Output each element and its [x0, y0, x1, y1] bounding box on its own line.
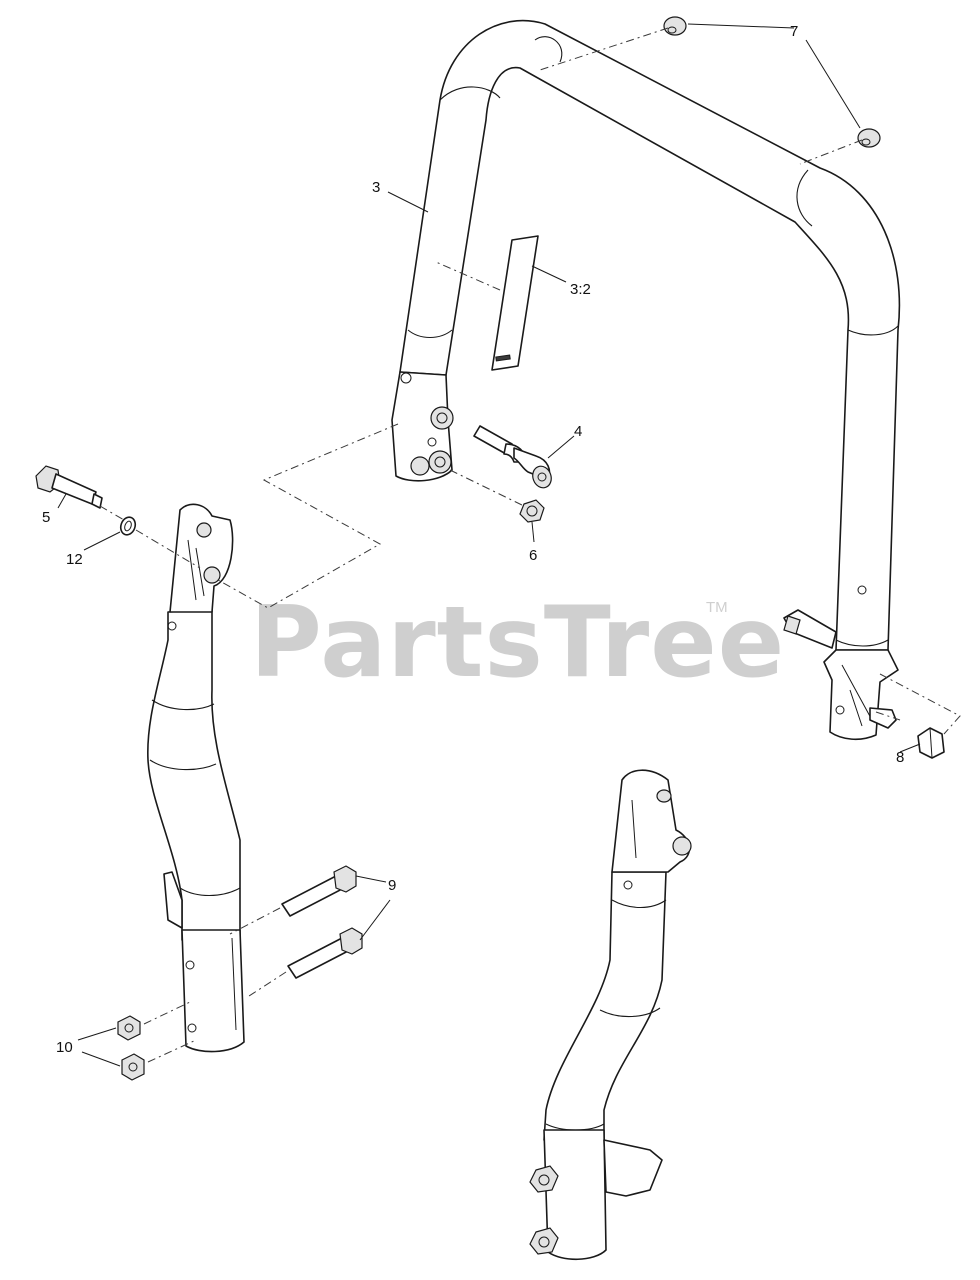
cap-plug-upper — [663, 16, 687, 36]
left-lower-roll-bar — [147, 503, 245, 1053]
parts-tree-watermark: PartsTree TM — [250, 586, 785, 700]
lock-nut-6 — [519, 499, 545, 523]
callout-3-2: 3:2 — [570, 281, 591, 298]
callout-labels: 3 3:2 4 5 6 7 8 9 10 12 — [42, 23, 904, 1056]
leader-lines — [57, 23, 921, 1067]
upper-roll-bar — [391, 19, 901, 741]
callout-12: 12 — [66, 551, 83, 568]
callout-6: 6 — [529, 547, 537, 564]
callout-10: 10 — [56, 1039, 73, 1056]
assembly-centerlines — [99, 27, 961, 1063]
callout-9: 9 — [388, 877, 396, 894]
right-latch-pin — [783, 609, 897, 729]
callout-4: 4 — [574, 423, 582, 440]
decal — [491, 235, 539, 371]
clevis-bolt — [35, 465, 103, 509]
lock-knob — [917, 727, 945, 759]
watermark-trademark: TM — [706, 599, 728, 616]
washer — [119, 516, 137, 536]
callout-5: 5 — [42, 509, 50, 526]
bolt-9-lower — [287, 927, 363, 979]
watermark-text: PartsTree — [250, 586, 785, 700]
callout-7: 7 — [790, 23, 798, 40]
callout-3: 3 — [372, 179, 380, 196]
nut-10-lower — [121, 1053, 145, 1081]
nut-10-upper — [117, 1015, 141, 1041]
right-lower-roll-bar — [529, 769, 692, 1261]
callout-8: 8 — [896, 749, 904, 766]
latch-pin — [473, 425, 552, 489]
bolt-9-upper — [281, 865, 357, 917]
cap-plug-lower — [857, 128, 881, 148]
